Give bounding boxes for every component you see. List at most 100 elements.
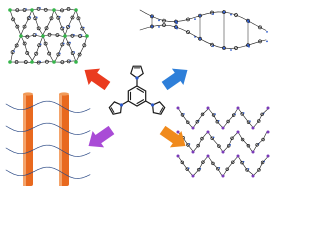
aromatic-ring <box>230 136 234 141</box>
bond <box>53 145 59 149</box>
metal-node <box>74 8 78 12</box>
metal-node <box>74 60 78 64</box>
metal-node <box>266 154 270 158</box>
network-linker <box>53 59 76 65</box>
bond <box>157 18 165 21</box>
bond <box>69 132 75 135</box>
metal-node <box>30 60 34 64</box>
metal-node <box>52 8 56 12</box>
nitrogen-atom <box>212 45 214 48</box>
bond <box>37 123 43 126</box>
zigzag-linker <box>252 107 269 129</box>
metal-node <box>236 154 240 158</box>
nitrogen-atom <box>69 41 71 44</box>
aromatic-ring <box>22 24 27 29</box>
zigzag-linker <box>237 107 254 128</box>
aromatic-ring <box>43 7 48 12</box>
network-linker <box>64 35 77 63</box>
aromatic-ring <box>161 18 167 23</box>
metal-node <box>206 130 210 134</box>
bond <box>5 147 11 151</box>
bond <box>21 174 27 177</box>
bond <box>21 108 27 111</box>
metal-node <box>266 130 270 134</box>
network-linker <box>42 35 55 64</box>
aromatic-ring <box>14 43 19 48</box>
bond <box>85 174 91 177</box>
panel-top-right-chains <box>139 9 268 51</box>
bond <box>253 41 261 44</box>
zigzag-linker <box>177 107 193 128</box>
nitrogen-atom <box>73 34 75 36</box>
panel-bottom-left-helices <box>5 92 91 186</box>
zigzag-linker <box>192 107 210 129</box>
aromatic-ring <box>44 26 49 31</box>
helical-chain <box>5 100 91 113</box>
aromatic-ring <box>15 24 20 29</box>
rod-top-cap <box>23 92 33 96</box>
nitrogen-atom <box>242 112 245 114</box>
nitrogen-atom <box>158 19 160 22</box>
bond <box>49 166 55 169</box>
zigzag-row <box>176 130 270 154</box>
metal-node <box>251 126 255 130</box>
bond <box>9 127 15 131</box>
bond <box>57 34 65 37</box>
bond <box>85 130 91 133</box>
aromatic-ring <box>246 120 251 125</box>
bond <box>205 12 213 15</box>
metal-node <box>236 130 240 134</box>
network-linker <box>53 9 66 37</box>
metal-node <box>176 154 180 158</box>
aromatic-ring <box>257 168 261 172</box>
aromatic-ring <box>245 168 249 172</box>
network-linker <box>10 35 22 62</box>
aromatic-ring <box>196 143 200 148</box>
bond <box>81 154 87 157</box>
arrow-body <box>84 68 111 91</box>
node-atom <box>246 19 250 22</box>
zigzag-linker <box>252 130 268 153</box>
bond <box>77 177 83 179</box>
bond <box>65 130 71 134</box>
zigzag-row <box>176 106 270 130</box>
nitrogen-atom <box>59 52 61 55</box>
aromatic-ring <box>80 26 85 31</box>
nitrogen-atom <box>35 33 37 35</box>
metal-node <box>236 106 240 110</box>
aromatic-ring <box>82 43 87 48</box>
bond <box>205 41 213 45</box>
bond <box>61 150 67 154</box>
bond <box>57 169 63 173</box>
aromatic-ring <box>150 24 154 29</box>
bond <box>248 145 253 152</box>
bond <box>65 108 71 112</box>
nitrogen-atom <box>176 27 178 30</box>
nitrogen-atom <box>39 43 42 46</box>
double-bond <box>136 87 145 93</box>
aromatic-ring <box>186 17 190 22</box>
bond <box>53 167 59 171</box>
aromatic-ring <box>226 143 231 148</box>
scheme-svg <box>5 6 270 186</box>
bond <box>57 103 63 107</box>
bond <box>211 11 219 13</box>
arrow-top-left <box>84 68 111 91</box>
zigzag-linker <box>207 155 223 177</box>
zigzag-linker <box>237 131 253 152</box>
zigzag-linker <box>192 155 209 177</box>
bond <box>49 122 55 125</box>
pyrrole-ring <box>130 65 144 79</box>
bond <box>81 176 87 179</box>
nitrogen-atom <box>13 50 15 52</box>
bond <box>259 27 267 31</box>
bond <box>77 111 83 113</box>
nitrogen-atom <box>212 13 214 15</box>
nitrogen-atom <box>25 8 27 10</box>
bond <box>42 27 47 36</box>
pyrrole-ring <box>108 101 123 115</box>
metal-node <box>221 150 225 154</box>
aromatic-ring <box>200 112 205 117</box>
nitrogen-atom <box>194 18 196 21</box>
nitrogen-atom <box>266 30 268 33</box>
